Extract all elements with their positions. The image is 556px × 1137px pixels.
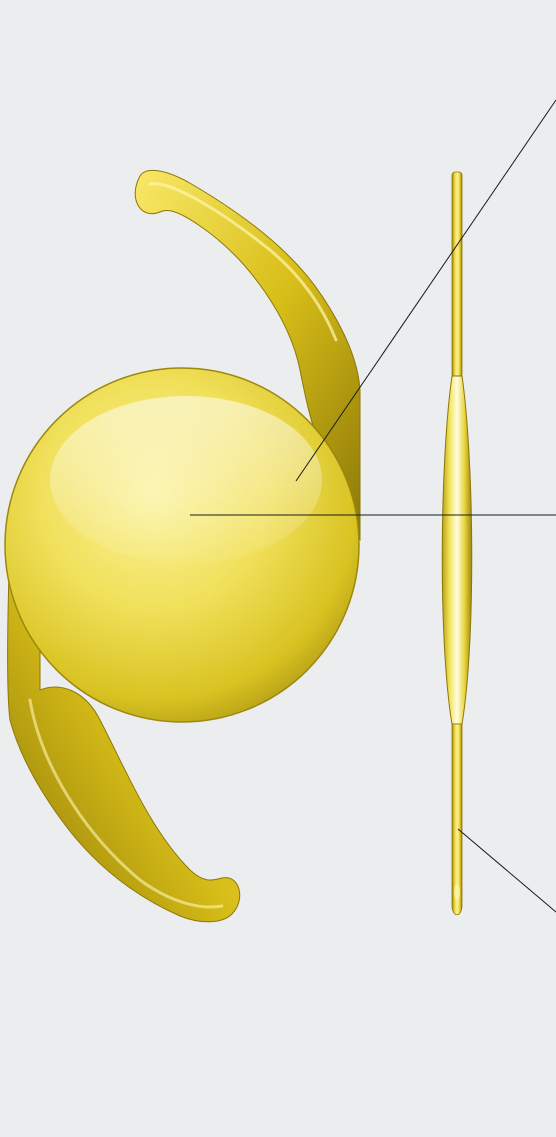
lens-side-view — [442, 172, 472, 915]
side-upper-haptic — [452, 172, 462, 377]
callout-lower — [458, 829, 556, 912]
lens-front-view — [5, 170, 360, 921]
callout-upper — [296, 100, 556, 481]
optic-shine — [50, 396, 322, 564]
side-haptic-tip — [454, 884, 460, 900]
side-optic — [442, 376, 472, 724]
